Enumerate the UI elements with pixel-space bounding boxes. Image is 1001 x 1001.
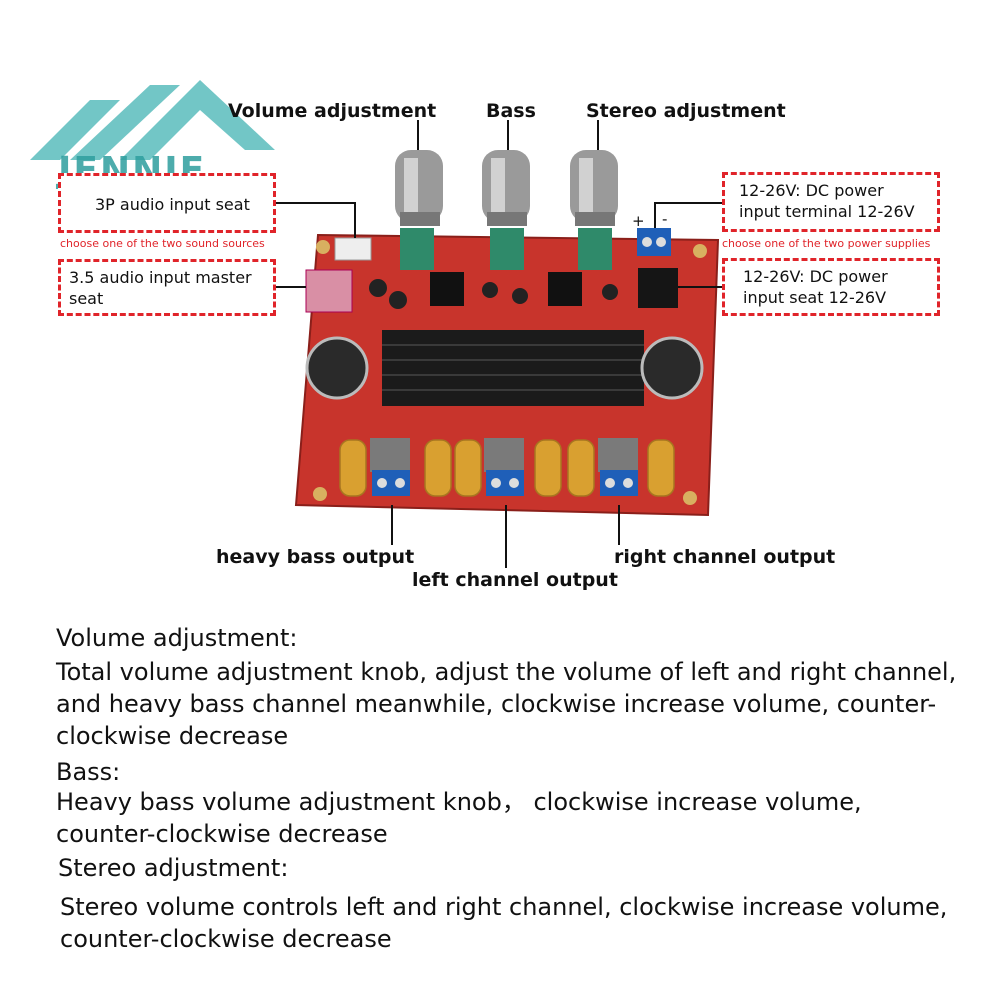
desc-text-bass: Heavy bass volume adjustment knob， clock… <box>56 788 862 848</box>
knob-stereo <box>570 150 618 226</box>
note-power-supplies: choose one of the two power supplies <box>722 237 931 250</box>
label-heavy-bass-output: heavy bass output <box>216 546 415 568</box>
desc-text-volume: Total volume adjustment knob, adjust the… <box>56 658 957 750</box>
knob-bass <box>482 150 530 226</box>
callout-35-audio-input: 3.5 audio input master seat <box>58 259 276 316</box>
label-right-channel-output: right channel output <box>614 546 836 568</box>
audio-35-jack <box>305 269 353 313</box>
desc-heading-volume: Volume adjustment: <box>56 624 298 652</box>
label-left-channel-output: left channel output <box>412 569 618 591</box>
audio-3p-connector <box>334 237 372 261</box>
label-bass: Bass <box>486 100 536 122</box>
callout-35-audio-text: 3.5 audio input master seat <box>69 268 252 308</box>
callout-3p-audio-input: 3P audio input seat <box>58 173 276 233</box>
callout-dc-seat: 12-26V: DC power input seat 12-26V <box>722 258 940 316</box>
callout-dc-terminal: 12-26V: DC power input terminal 12-26V <box>722 172 940 232</box>
callout-3p-audio-text: 3P audio input seat <box>95 195 250 214</box>
amplifier-board-diagram <box>258 120 722 568</box>
label-stereo-adjustment: Stereo adjustment <box>586 100 786 122</box>
capacitor-right <box>640 336 704 400</box>
note-sound-sources: choose one of the two sound sources <box>60 237 265 250</box>
desc-heading-bass: Bass: <box>56 758 121 786</box>
label-volume-adjustment: Volume adjustment <box>228 100 437 122</box>
dc-seat <box>638 268 678 308</box>
desc-heading-stereo: Stereo adjustment: <box>58 854 289 882</box>
output-terminals <box>372 470 638 496</box>
callout-dc-seat-text: 12-26V: DC power input seat 12-26V <box>743 267 888 307</box>
knob-volume <box>395 150 443 226</box>
desc-text-stereo: Stereo volume controls left and right ch… <box>60 893 948 953</box>
watermark-logo-icon <box>30 80 275 160</box>
capacitor-left <box>305 336 369 400</box>
minus-marker: - <box>662 210 668 228</box>
callout-dc-terminal-text: 12-26V: DC power input terminal 12-26V <box>739 181 915 221</box>
plus-marker: + <box>632 212 645 230</box>
heatsink <box>382 330 644 406</box>
